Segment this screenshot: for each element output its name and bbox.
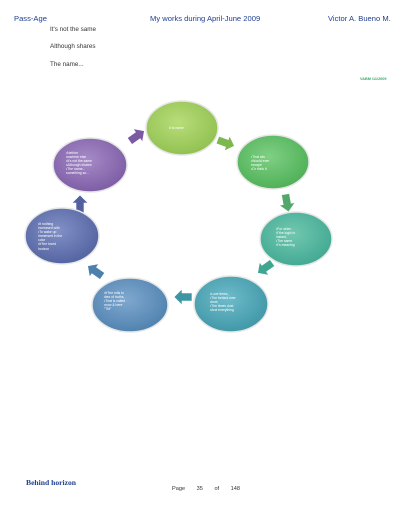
cycle-node-7: [52, 137, 128, 193]
cycle-node-3: [259, 211, 333, 267]
cycle-arrow: [278, 193, 296, 213]
header-center: My works during April-June 2009: [150, 14, 261, 23]
cycle-node-5: [91, 277, 169, 333]
cycle-node-4: [193, 275, 269, 333]
cycle-arrow: [257, 259, 276, 276]
cycle-node-7-text: •Neither nowhere else•It's not the same•…: [66, 151, 92, 176]
cycle-node-6: [24, 207, 100, 265]
cycle-node-2: [236, 134, 310, 190]
cycle-node-4-text: •Love times,•The behind ever done,•The t…: [210, 292, 236, 313]
page-number: Page 35 of 148: [172, 486, 247, 492]
page-of-label: of: [214, 486, 220, 492]
cycle-arrow: [215, 135, 235, 152]
cycle-node-3-text: •For when it''the logic in instant,•The …: [276, 227, 296, 248]
cycle-node-5-text: •It''the rolls to dies of truths,•That i…: [104, 291, 126, 312]
header-left: Pass-Age: [14, 14, 47, 23]
cycle-arrow: [126, 128, 145, 145]
signature: VABM /11/2009: [360, 77, 387, 81]
header-right: Victor A. Bueno M.: [328, 14, 391, 23]
cycle-node-1: [145, 100, 219, 156]
intro-line: It's not the same: [50, 26, 97, 33]
cycle-node-2-text: •That sits•Would ever escape•Or think it: [251, 155, 270, 172]
cycle-arrow: [87, 263, 106, 280]
page-current: 35: [196, 486, 203, 492]
cycle-node-6-text: •It nothing increased with•To wake up im…: [38, 222, 63, 251]
intro-line: The name...: [50, 61, 84, 68]
page-total: 148: [230, 486, 241, 492]
cycle-arrow: [71, 194, 89, 214]
footer-title: Behind horizon: [26, 478, 77, 487]
intro-line: Although shares: [50, 43, 96, 50]
page-label: Page: [172, 486, 186, 492]
cycle-node-1-text: It is name: [169, 126, 184, 130]
cycle-arrow: [173, 288, 193, 306]
